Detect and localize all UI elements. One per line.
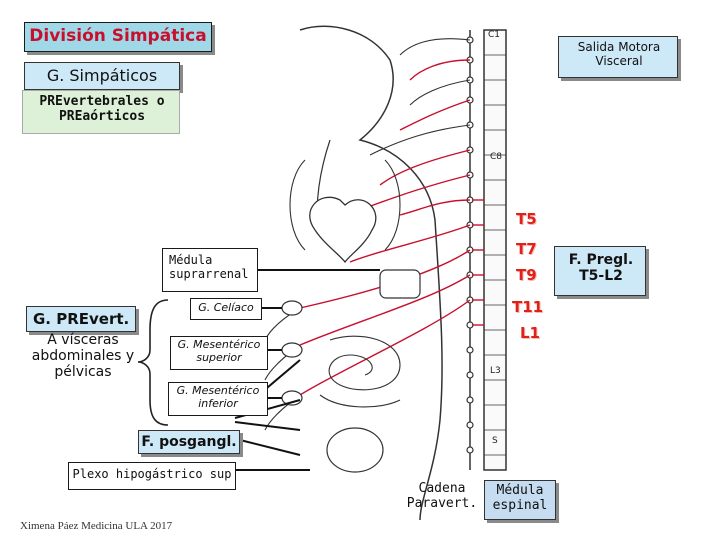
g-simpaticos-box: G. Simpáticos [24, 62, 180, 90]
f-posgangl-box: F. posgangl. [138, 430, 240, 454]
visceras-label: A vísceras abdominales y pélvicas [31, 332, 135, 381]
plexo-hipogastrico-label: Plexo hipogástrico sup [72, 467, 232, 481]
spine-mark-c1: C1 [488, 30, 501, 40]
g-prevert-label: G. PREvert. [33, 310, 130, 328]
spine-mark-s: S [492, 436, 498, 446]
spine-mark-c8: C8 [490, 152, 503, 162]
g-simpaticos-label: G. Simpáticos [46, 66, 158, 85]
segment-t7: T7 [516, 240, 537, 258]
medula-espinal-box: Médula espinal [484, 480, 556, 520]
prevertebrales-box: PREvertebrales o PREaórticos [22, 90, 180, 134]
plexo-hipogastrico-box: Plexo hipogástrico sup [68, 462, 236, 490]
prevertebrales-label: PREvertebrales o PREaórticos [39, 94, 165, 124]
f-pregl-box: F. Pregl. T5-L2 [554, 246, 646, 296]
salida-motora-label: Salida Motora Visceral [577, 40, 661, 68]
medula-espinal-label: Médula espinal [492, 483, 548, 513]
spine-mark-l3: L3 [490, 366, 501, 376]
cadena-paravert-label: Cadena Paravert. [406, 481, 478, 511]
celiaco-label: G. Celíaco [198, 301, 254, 314]
mesenterico-inferior-label: G. Mesentérico inferior [176, 384, 260, 410]
f-pregl-label: F. Pregl. T5-L2 [568, 252, 634, 285]
mesenterico-superior-box: G. Mesentérico superior [170, 336, 268, 370]
f-posgangl-label: F. posgangl. [141, 434, 237, 450]
title-box: División Simpática [24, 22, 212, 52]
segment-l1: L1 [520, 324, 540, 342]
salida-motora-box: Salida Motora Visceral [558, 36, 678, 78]
segment-t9: T9 [516, 266, 537, 284]
mesenterico-superior-label: G. Mesentérico superior [177, 338, 261, 364]
segment-t11: T11 [512, 298, 544, 316]
segment-t5: T5 [516, 210, 537, 228]
celiaco-box: G. Celíaco [190, 298, 262, 320]
g-prevert-box: G. PREvert. [26, 306, 136, 332]
medula-suprarrenal-label: Médula suprarrenal [169, 253, 249, 281]
credit-text: Ximena Páez Medicina ULA 2017 [20, 520, 173, 532]
mesenterico-inferior-box: G. Mesentérico inferior [168, 382, 268, 416]
medula-suprarrenal-box: Médula suprarrenal [162, 248, 258, 292]
page-title: División Simpática [29, 26, 207, 46]
